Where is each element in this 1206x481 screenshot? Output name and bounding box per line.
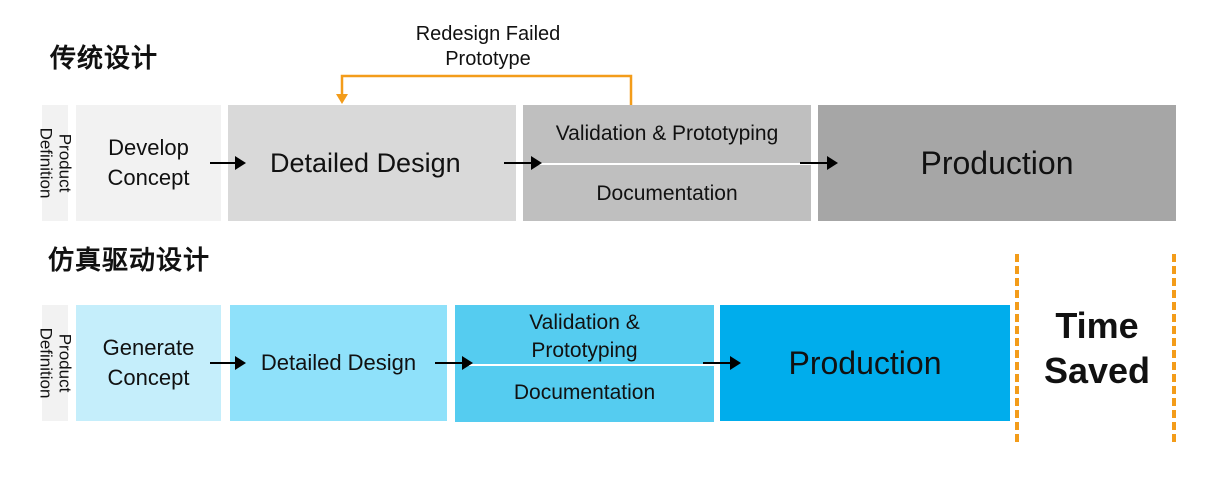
sim-validation-label: Validation & Prototyping <box>455 309 714 365</box>
trad-product-definition-line2: Definition <box>36 127 55 199</box>
trad-validation-divider <box>539 163 811 165</box>
sim-arrow-1 <box>210 356 246 370</box>
sim-detailed-design-label: Detailed Design <box>260 350 417 375</box>
trad-arrow-1 <box>210 156 246 170</box>
sim-arrow-2 <box>435 356 473 370</box>
trad-product-definition-line1: Product <box>55 133 74 193</box>
redesign-loop-label-line1: Redesign Failed <box>415 23 561 45</box>
sim-product-definition: Product Definition <box>36 305 74 421</box>
sim-validation-block: Validation & Prototyping Documentation <box>455 305 714 422</box>
redesign-loop-label: Redesign Failed Prototype <box>388 22 588 72</box>
sim-validation-divider <box>469 364 714 366</box>
trad-develop-concept-line1: Develop <box>108 135 189 160</box>
sim-arrow-3 <box>703 356 741 370</box>
sim-product-definition-line1: Product <box>55 333 74 393</box>
sim-production: Production <box>720 305 1010 421</box>
trad-validation-block: Validation & Prototyping Documentation <box>523 105 811 221</box>
sim-documentation-label: Documentation <box>513 381 656 404</box>
sim-generate-concept-line1: Generate <box>102 335 195 360</box>
time-saved-label: Time Saved <box>1022 303 1172 393</box>
traditional-title: 传统设计 <box>50 43 159 73</box>
time-saved-right-boundary <box>1172 254 1180 442</box>
trad-product-definition: Product Definition <box>36 105 74 221</box>
time-saved-line1: Time <box>1055 305 1139 346</box>
sim-product-definition-line2: Definition <box>36 327 55 399</box>
trad-detailed-design-label: Detailed Design <box>270 147 461 178</box>
trad-arrow-2 <box>504 156 542 170</box>
simulation-title: 仿真驱动设计 <box>48 245 211 275</box>
sim-validation-label-line1: Validation & <box>529 311 640 334</box>
time-saved-left-boundary <box>1015 254 1023 442</box>
trad-production-label: Production <box>920 144 1074 181</box>
redesign-loop-label-line2: Prototype <box>445 48 531 70</box>
sim-detailed-design: Detailed Design <box>230 305 447 421</box>
trad-production: Production <box>818 105 1176 221</box>
sim-production-label: Production <box>788 344 942 381</box>
trad-validation-label: Validation & Prototyping <box>555 122 779 145</box>
trad-detailed-design: Detailed Design <box>228 105 516 221</box>
sim-generate-concept: Generate Concept <box>76 305 221 421</box>
time-saved-line2: Saved <box>1043 350 1151 391</box>
trad-develop-concept: Develop Concept <box>76 105 221 221</box>
trad-arrow-3 <box>800 156 838 170</box>
sim-validation-label-line2: Prototyping <box>531 339 638 362</box>
trad-develop-concept-line2: Concept <box>107 165 190 190</box>
trad-documentation-label: Documentation <box>596 182 738 205</box>
sim-generate-concept-line2: Concept <box>107 365 190 390</box>
